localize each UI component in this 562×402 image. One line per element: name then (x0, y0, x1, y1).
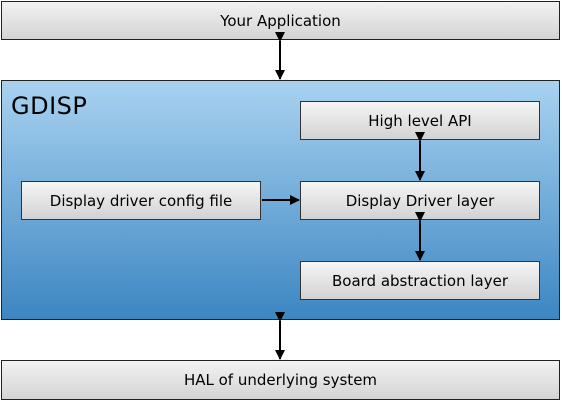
board-abstraction-layer-label: Board abstraction layer (331, 271, 508, 290)
application-layer-label: Your Application (220, 11, 341, 30)
display-driver-config-label: Display driver config file (49, 191, 233, 210)
display-driver-layer-label: Display Driver layer (345, 191, 495, 210)
board-abstraction-layer-block: Board abstraction layer (300, 261, 540, 300)
display-driver-layer-block: Display Driver layer (300, 181, 540, 220)
high-level-api-label: High level API (368, 111, 472, 130)
application-layer: Your Application (1, 1, 560, 40)
display-driver-config-block: Display driver config file (21, 181, 261, 220)
hal-layer-label: HAL of underlying system (183, 371, 378, 389)
high-level-api-block: High level API (300, 101, 540, 140)
gdisp-title: GDISP (11, 92, 88, 120)
hal-layer: HAL of underlying system (1, 360, 560, 400)
